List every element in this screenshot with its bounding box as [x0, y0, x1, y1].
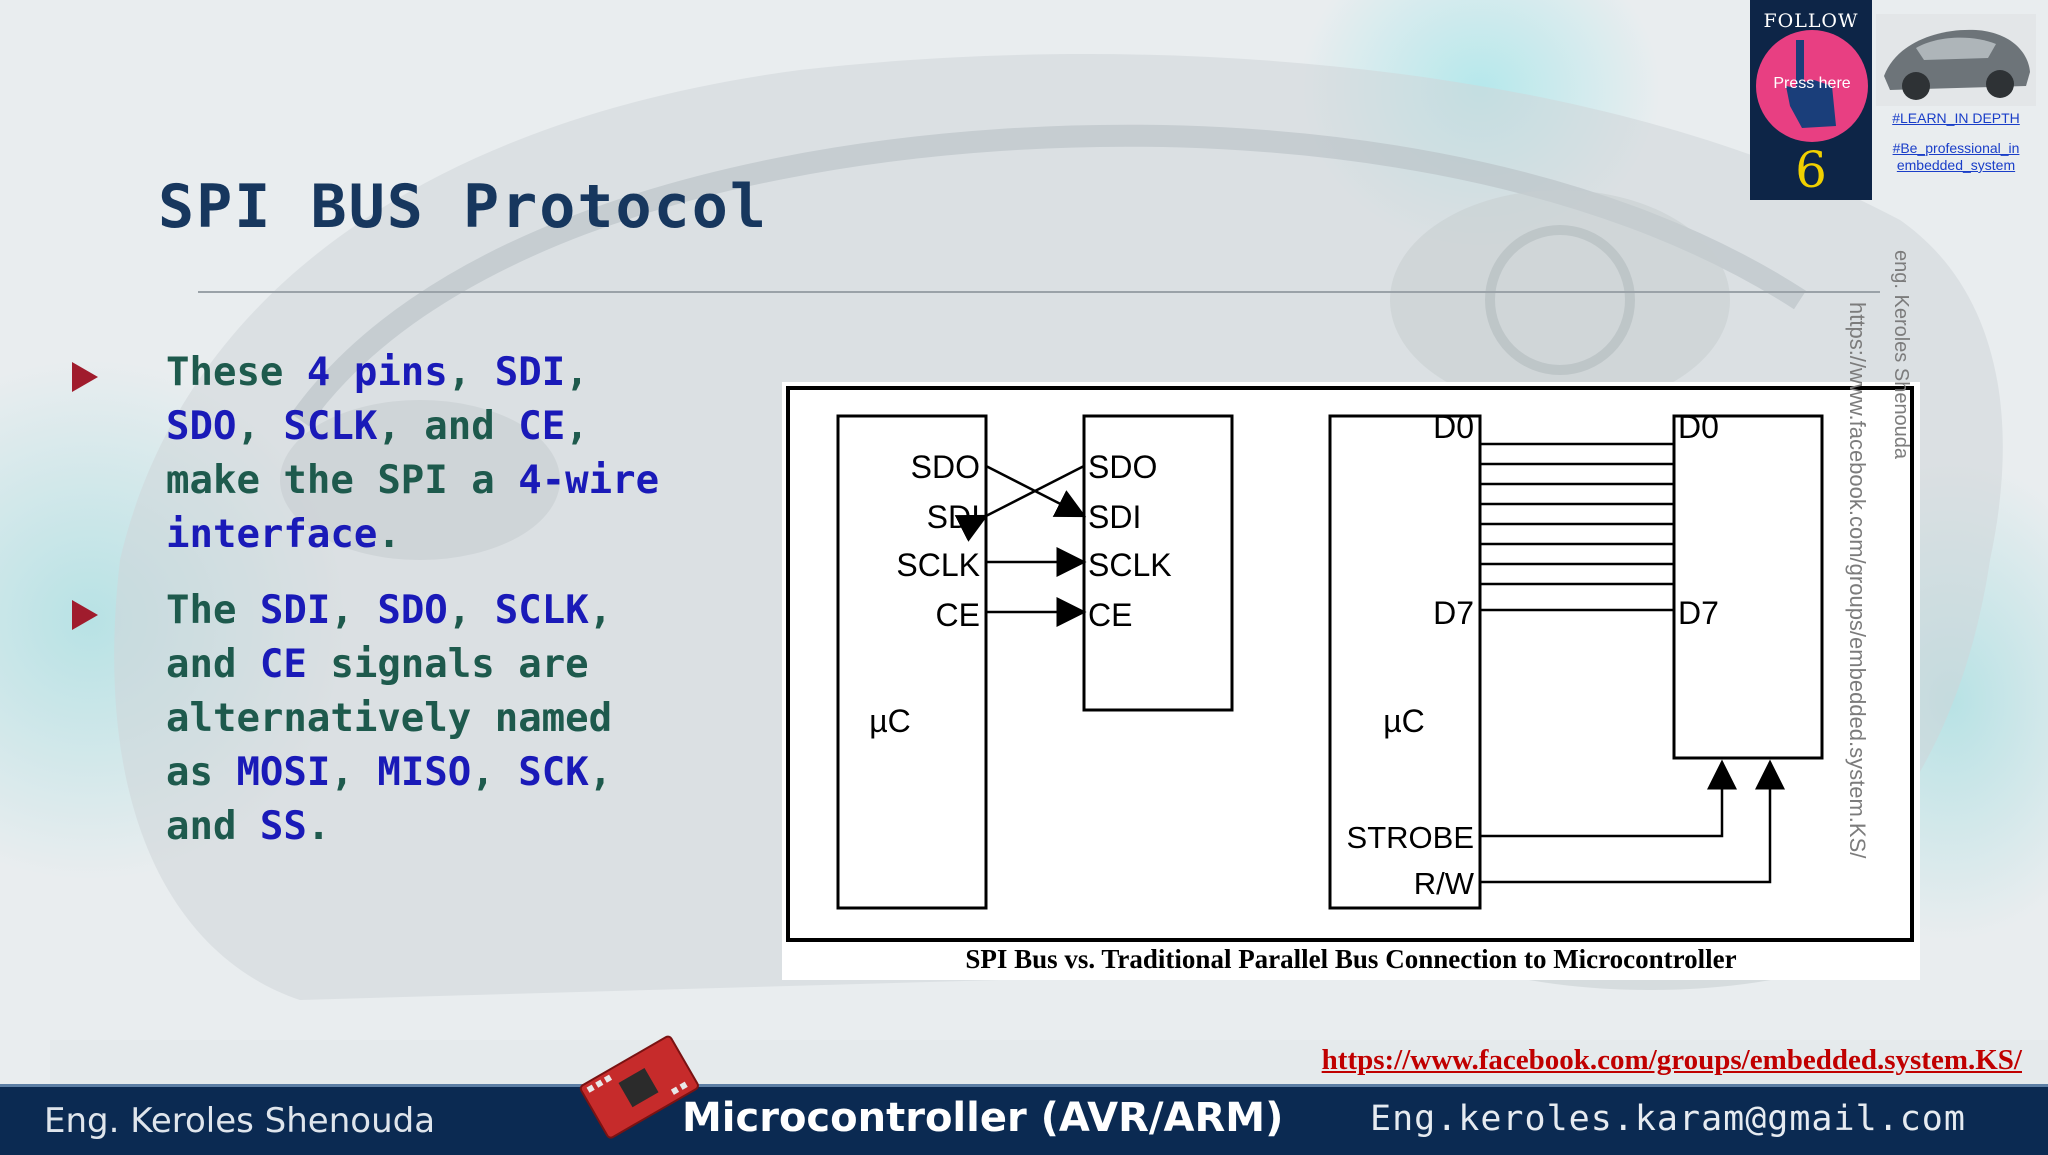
car-thumbnail-image — [1876, 14, 2036, 106]
figure-caption: SPI Bus vs. Traditional Parallel Bus Con… — [965, 944, 1736, 974]
spi-slave-pin: SDI — [1088, 499, 1141, 535]
triangle-right-icon — [72, 600, 98, 630]
bullet-phrase: , — [565, 350, 589, 395]
strobe-label: STROBE — [1347, 820, 1474, 855]
be-professional-tag[interactable]: #Be_professional_in embedded_system — [1892, 140, 2020, 173]
bullet-list: These 4 pins, SDI, SDO, SCLK, and CE, ma… — [50, 346, 680, 996]
bullet-text: These 4 pins, SDI, SDO, SCLK, and CE, ma… — [166, 346, 680, 562]
bullet-phrase: . — [306, 804, 331, 849]
parallel-left-d7: D7 — [1433, 595, 1474, 631]
bullet-phrase: , and — [166, 588, 613, 687]
spi-slave-pin: SDO — [1088, 449, 1157, 485]
bullet-text: The SDI, SDO, SCLK, and CE signals are a… — [166, 584, 680, 854]
bullet-phrase: , — [447, 350, 495, 395]
figure-frame — [786, 386, 1914, 942]
strobe-line — [1480, 759, 1737, 838]
triangle-right-icon — [72, 362, 98, 392]
press-here-button[interactable]: Press here — [1756, 30, 1868, 142]
bullet-keyword: MOSI — [236, 750, 331, 795]
bullet-keyword: SCLK — [494, 588, 589, 633]
bullet-phrase: , — [330, 588, 378, 633]
bullet-phrase: , and — [166, 750, 613, 849]
parallel-slave-box — [1672, 414, 1824, 760]
bullet-phrase: , — [330, 750, 378, 795]
spi-master-pin: SDI — [927, 499, 980, 535]
dev-board-image — [579, 1035, 699, 1139]
footer-author: Eng. Keroles Shenouda — [44, 1101, 436, 1141]
bullet-item: The SDI, SDO, SCLK, and CE signals are a… — [50, 584, 680, 854]
spi-master-pin: SDO — [911, 449, 980, 485]
spi-master-pin: SCLK — [896, 547, 980, 583]
parallel-left-d0: D0 — [1433, 409, 1474, 445]
bullet-keyword: 4 pins — [306, 350, 448, 395]
rw-line — [1480, 759, 1785, 884]
parallel-right-d0: D0 — [1678, 409, 1719, 445]
bullet-keyword: SCLK — [283, 404, 378, 449]
bullet-keyword: 4-wire interface — [166, 458, 660, 557]
spi-master-label: µC — [869, 703, 911, 739]
bullet-phrase: These — [166, 350, 307, 395]
facebook-group-link[interactable]: https://www.facebook.com/groups/embedded… — [1321, 1044, 2022, 1076]
bullet-keyword: SDO — [166, 404, 237, 449]
parallel-data-lines — [1480, 442, 1674, 612]
sdi-from-sdo-line — [954, 464, 1085, 542]
bullet-keyword: CE — [259, 642, 307, 687]
footer-bar: Eng. Keroles Shenouda Microcontroller (A… — [0, 1084, 2048, 1155]
footer-email[interactable]: Eng.keroles.karam@gmail.com — [1370, 1099, 1966, 1139]
bullet-phrase: signals are alternatively named as — [166, 642, 613, 795]
bullet-keyword: SDI — [494, 350, 566, 395]
pointing-hand-icon — [1786, 40, 1836, 128]
parallel-master-box — [1328, 414, 1482, 910]
learn-in-depth-tag[interactable]: #LEARN_IN DEPTH — [1892, 110, 2020, 126]
bullet-keyword: SS — [259, 804, 307, 849]
spi-slave-pin: SCLK — [1088, 547, 1172, 583]
bullet-phrase: , — [236, 404, 284, 449]
bullet-phrase: , — [447, 588, 495, 633]
follow-us-widget[interactable]: FOLLOW US Press here 6 — [1750, 0, 1872, 200]
author-watermark: eng. Keroles Shenouda — [1890, 250, 1912, 460]
bullet-phrase: , and — [377, 404, 519, 449]
title-divider — [198, 291, 1880, 293]
spi-vs-parallel-figure: SDO SDI SCLK CE SDO SDI SCLK CE µC D0 D7… — [782, 382, 1920, 980]
bullet-keyword: SDO — [377, 588, 448, 633]
bullet-phrase: The — [166, 588, 260, 633]
spi-master-box — [836, 414, 988, 910]
bullet-keyword: CE — [518, 404, 566, 449]
figure-diagram: SDO SDI SCLK CE SDO SDI SCLK CE µC D0 D7… — [786, 386, 1914, 974]
footer-course-title: Microcontroller (AVR/ARM) — [682, 1095, 1284, 1141]
bullet-keyword: MISO — [377, 750, 472, 795]
url-watermark: https://www.facebook.com/groups/embedded… — [1845, 302, 1870, 859]
spi-slave-pin: CE — [1088, 597, 1132, 633]
bullet-phrase: . — [377, 512, 401, 557]
follow-number: 6 — [1795, 141, 1827, 199]
slide-title: SPI BUS Protocol — [158, 172, 768, 242]
bullet-item: These 4 pins, SDI, SDO, SCLK, and CE, ma… — [50, 346, 680, 562]
bullet-phrase: , — [471, 750, 519, 795]
bullet-keyword: SCK — [518, 750, 589, 795]
spi-master-pin: CE — [936, 597, 980, 633]
bullet-keyword: SDI — [259, 588, 331, 633]
press-here-label: Press here — [1773, 75, 1851, 92]
parallel-right-d7: D7 — [1678, 595, 1719, 631]
bullet-phrase: , make the SPI a — [166, 404, 589, 503]
rw-label: R/W — [1414, 866, 1475, 901]
parallel-master-label: µC — [1383, 703, 1425, 739]
